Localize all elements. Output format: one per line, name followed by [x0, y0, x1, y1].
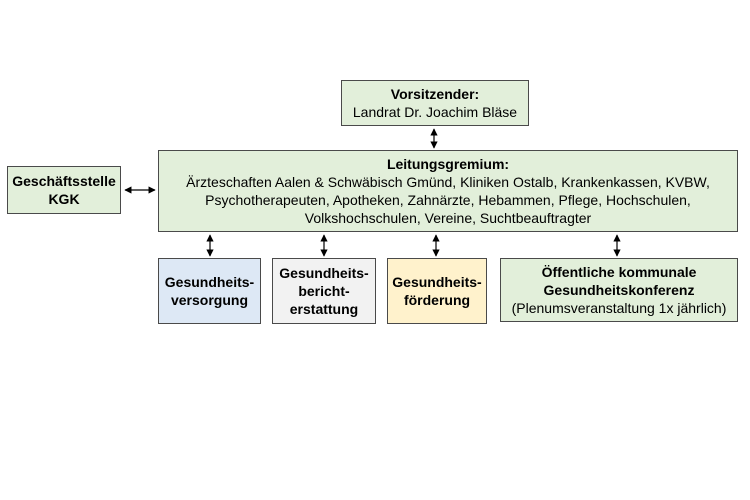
- promotion-label-line-1: Gesundheits-: [392, 274, 482, 290]
- chair-box: Vorsitzender: Landrat Dr. Joachim Bläse: [341, 80, 529, 126]
- conference-label-line-3: (Plenumsveranstaltung 1x jährlich): [511, 300, 727, 316]
- care-box: Gesundheits- versorgung: [158, 258, 261, 324]
- care-label-line-1: Gesundheits-: [164, 274, 255, 290]
- board-title: Leitungsgremium:: [386, 156, 510, 172]
- care-label-line-2: versorgung: [170, 292, 248, 308]
- board-members-line-1: Ärzteschaften Aalen & Schwäbisch Gmünd, …: [186, 174, 710, 190]
- conference-box: Öffentliche kommunale Gesundheitskonfere…: [500, 258, 738, 322]
- report-label-line-1: Gesundheits-: [279, 265, 369, 281]
- board-members-line-2: Psychotherapeuten, Apotheken, Zahnärzte,…: [205, 192, 691, 208]
- office-label-line-2: KGK: [48, 191, 80, 207]
- report-label-line-3: erstattung: [289, 301, 359, 317]
- conference-label-line-2: Gesundheitskonferenz: [543, 282, 695, 298]
- conference-label-line-1: Öffentliche kommunale: [541, 264, 697, 280]
- report-box: Gesundheits- bericht- erstattung: [272, 258, 376, 324]
- chair-title: Vorsitzender:: [390, 86, 480, 102]
- promotion-box: Gesundheits- förderung: [387, 258, 487, 324]
- office-box: Geschäftsstelle KGK: [7, 166, 121, 214]
- report-label-line-2: bericht-: [298, 283, 350, 299]
- board-box: Leitungsgremium: Ärzteschaften Aalen & S…: [158, 150, 738, 232]
- promotion-label-line-2: förderung: [403, 292, 471, 308]
- chair-name: Landrat Dr. Joachim Bläse: [352, 104, 518, 120]
- board-members-line-3: Volkshochschulen, Vereine, Suchtbeauftra…: [304, 210, 592, 226]
- office-label-line-1: Geschäftsstelle: [12, 173, 116, 189]
